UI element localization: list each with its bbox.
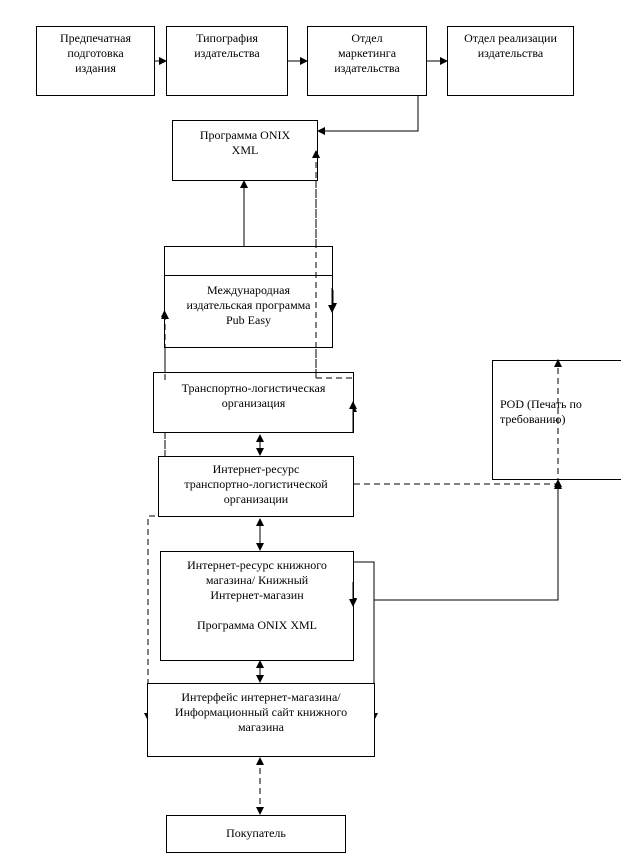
box-interface bbox=[147, 683, 375, 757]
box-print bbox=[166, 26, 288, 96]
box-marketing bbox=[307, 26, 427, 96]
box-bookstore bbox=[160, 551, 354, 661]
box-prepress bbox=[36, 26, 155, 96]
label-buyer: Покупатель bbox=[226, 826, 286, 840]
box-pubeasy-header bbox=[164, 246, 333, 276]
arrow-bookstore-to-pod bbox=[374, 479, 562, 601]
arrow-bookstore-to-interface bbox=[354, 561, 378, 721]
box-buyer bbox=[166, 815, 346, 853]
box-logistics-web bbox=[158, 456, 354, 517]
box-sales bbox=[447, 26, 574, 96]
box-logistics bbox=[153, 372, 354, 433]
box-pod bbox=[492, 360, 621, 480]
box-pubeasy bbox=[164, 275, 333, 348]
label-interface: Интерфейс интернет-магазина/Информационн… bbox=[174, 690, 348, 734]
box-onix-top bbox=[172, 120, 318, 181]
arrow-marketing-to-onix bbox=[317, 96, 419, 135]
